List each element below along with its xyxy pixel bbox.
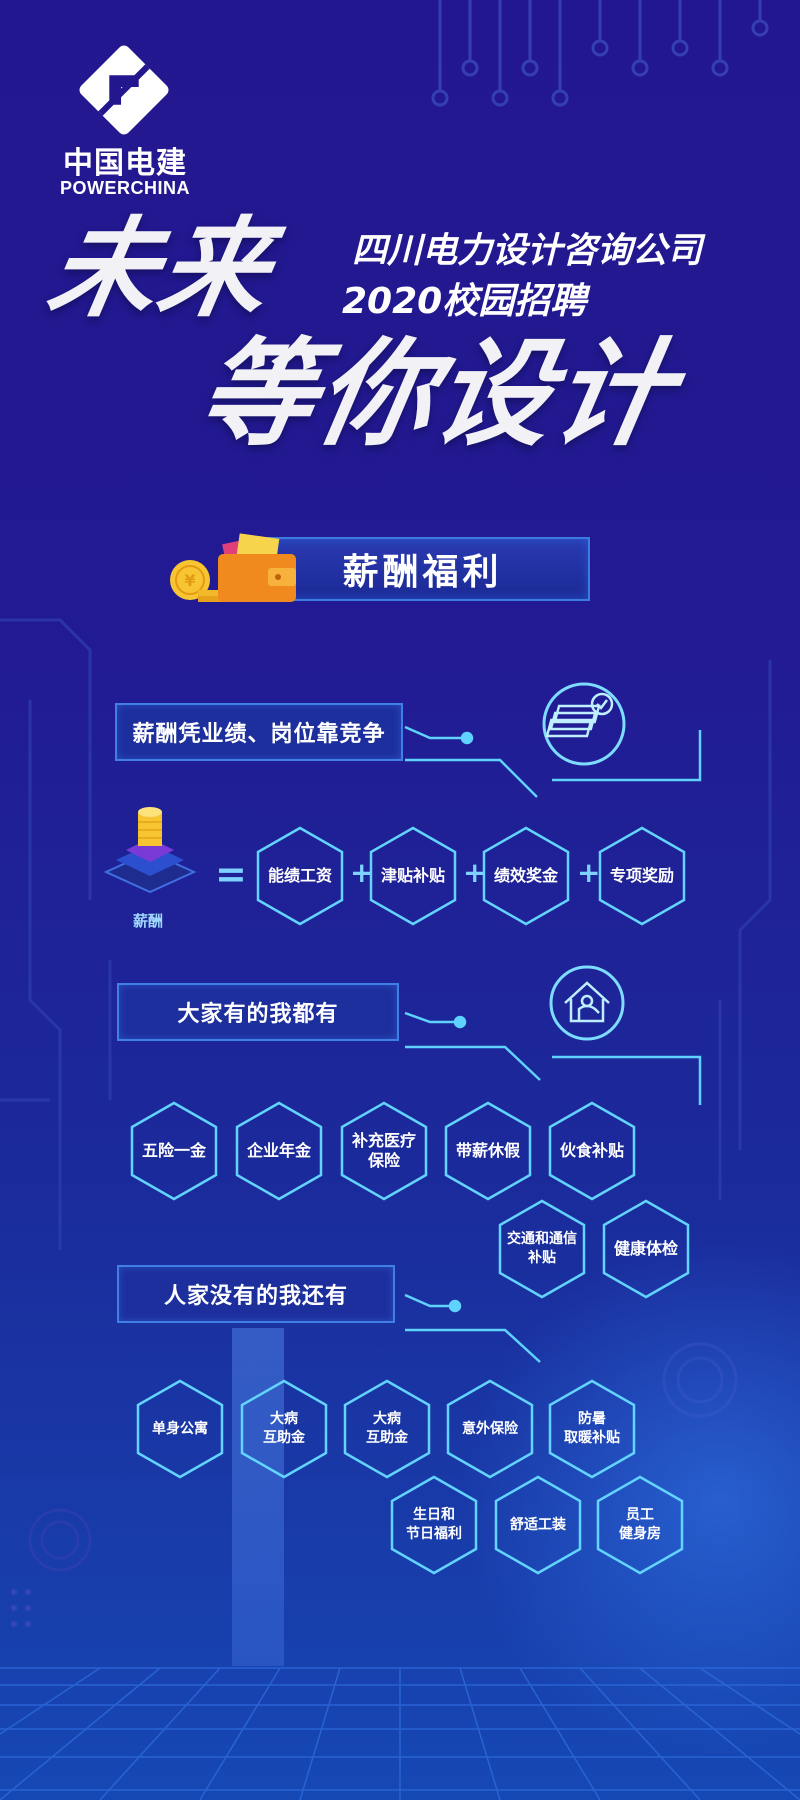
- benefit-label: 健康体检: [613, 1239, 678, 1258]
- plus-sign: +: [577, 856, 601, 889]
- benefit-hexagon: 健康体检: [602, 1199, 690, 1299]
- hexagon-frame: [136, 1379, 224, 1479]
- hexagon-frame: [130, 1101, 218, 1201]
- benefit-hexagon: 伙食补贴: [548, 1101, 636, 1201]
- benefit-label: 防暑 取暖补贴: [564, 1411, 620, 1446]
- benefit-label: 企业年金: [246, 1141, 311, 1160]
- hexagon-frame: [548, 1379, 636, 1479]
- benefit-hexagon: 舒适工装: [494, 1475, 582, 1575]
- powerchina-logo-icon: [79, 45, 169, 135]
- hexagon-frame: [548, 1101, 636, 1201]
- company-name: 四川电力设计咨询公司: [352, 231, 703, 271]
- benefit-label: 五险一金: [141, 1141, 206, 1160]
- benefit-label: 专项奖励: [609, 866, 674, 885]
- benefit-label: 交通和通信 补贴: [507, 1231, 577, 1266]
- headline-line-2: 等你设计: [188, 327, 684, 462]
- benefit-label: 生日和 节日福利: [406, 1507, 462, 1542]
- hexagon-frame: [444, 1101, 532, 1201]
- benefit-hexagon: 意外保险: [446, 1379, 534, 1479]
- hexagon-frame: [390, 1475, 478, 1575]
- benefit-label: 大病 互助金: [366, 1411, 408, 1446]
- group1-title: 薪酬凭业绩、岗位靠竞争: [115, 703, 403, 761]
- brand-name-en: POWERCHINA: [60, 178, 190, 198]
- benefit-hexagon: 津贴补贴: [369, 826, 457, 926]
- hexagon-frame: [340, 1101, 428, 1201]
- benefit-label: 津贴补贴: [380, 866, 445, 885]
- svg-text:¥: ¥: [184, 571, 195, 590]
- benefit-hexagon: 补充医疗 保险: [340, 1101, 428, 1201]
- benefit-label: 绩效奖金: [493, 866, 558, 885]
- section-title-banner: 薪酬福利: [255, 537, 590, 601]
- hexagon-frame: [602, 1199, 690, 1299]
- benefit-hexagon: 企业年金: [235, 1101, 323, 1201]
- house-hand-icon: [549, 965, 625, 1041]
- hexagon-frame: [369, 826, 457, 926]
- benefit-label: 大病 互助金: [263, 1411, 305, 1446]
- benefit-label: 单身公寓: [152, 1420, 208, 1437]
- benefit-hexagon: 五险一金: [130, 1101, 218, 1201]
- benefit-label: 意外保险: [462, 1420, 518, 1437]
- hexagon-frame: [494, 1475, 582, 1575]
- hexagon-frame: [240, 1379, 328, 1479]
- hexagon-frame: [598, 826, 686, 926]
- headline-line-1: 未来: [39, 207, 282, 332]
- money-stack-check-icon: [542, 682, 626, 766]
- hexagon-frame: [235, 1101, 323, 1201]
- benefit-hexagon: 绩效奖金: [482, 826, 570, 926]
- hexagon-frame: [498, 1199, 586, 1299]
- benefit-hexagon: 专项奖励: [598, 826, 686, 926]
- campaign-name: 2020校园招聘: [342, 281, 587, 322]
- benefit-label: 补充医疗 保险: [351, 1131, 416, 1170]
- benefit-label: 伙食补贴: [559, 1141, 624, 1160]
- salary-label: 薪酬: [132, 912, 163, 930]
- benefit-hexagon: 交通和通信 补贴: [498, 1199, 586, 1299]
- hexagon-frame: [482, 826, 570, 926]
- benefit-hexagon: 带薪休假: [444, 1101, 532, 1201]
- benefit-hexagon: 员工 健身房: [596, 1475, 684, 1575]
- benefit-hexagon: 防暑 取暖补贴: [548, 1379, 636, 1479]
- hexagon-frame: [446, 1379, 534, 1479]
- benefit-hexagon: 能绩工资: [256, 826, 344, 926]
- coin-stack-icon: [103, 807, 197, 894]
- benefit-hexagon: 生日和 节日福利: [390, 1475, 478, 1575]
- wallet-coins-icon: ¥: [170, 533, 296, 602]
- benefit-hexagon: 大病 互助金: [343, 1379, 431, 1479]
- benefit-label: 舒适工装: [510, 1516, 566, 1533]
- equals-sign: =: [215, 852, 247, 896]
- benefit-label: 员工 健身房: [619, 1507, 661, 1542]
- hexagon-frame: [596, 1475, 684, 1575]
- group3-title: 人家没有的我还有: [117, 1265, 395, 1323]
- section-title: 薪酬福利: [342, 552, 503, 593]
- hexagon-frame: [256, 826, 344, 926]
- group2-title: 大家有的我都有: [117, 983, 399, 1041]
- benefit-hexagon: 单身公寓: [136, 1379, 224, 1479]
- benefit-label: 能绩工资: [267, 866, 332, 885]
- hexagon-frame: [343, 1379, 431, 1479]
- plus-sign: +: [463, 856, 487, 889]
- benefit-hexagon: 大病 互助金: [240, 1379, 328, 1479]
- benefit-label: 带薪休假: [455, 1141, 520, 1160]
- plus-sign: +: [350, 856, 374, 889]
- brand-name-cn: 中国电建: [63, 146, 187, 181]
